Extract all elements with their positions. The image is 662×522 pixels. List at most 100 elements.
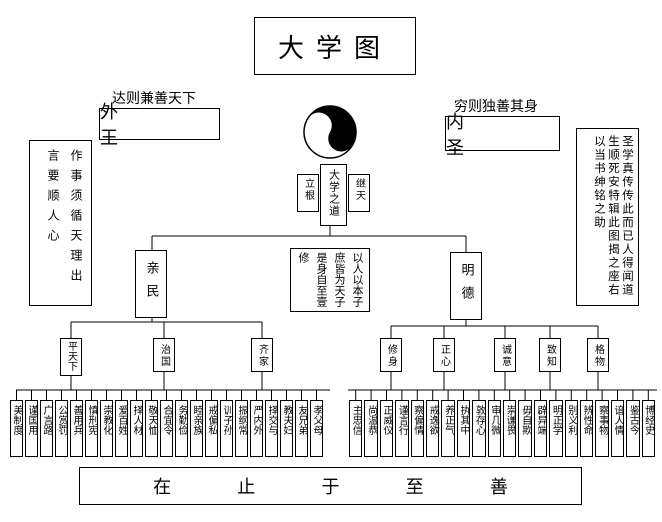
leaf-label: 戒逸欲 xyxy=(427,405,439,435)
leaf-label: 善用兵 xyxy=(71,405,82,435)
leaf-label: 敦存心 xyxy=(473,405,485,435)
leaf-box: 谨国用 xyxy=(25,400,38,457)
leaf-box: 明正学 xyxy=(549,400,563,457)
leaf-box: 友兄弟 xyxy=(295,400,308,457)
leaf-label: 谨国用 xyxy=(26,405,37,435)
leaf-box: 谨言行 xyxy=(395,400,409,457)
qinmin-box: 亲民 xyxy=(135,250,167,318)
leaf-box: 睦亲族 xyxy=(190,400,203,457)
branch-qijia: 齐家 xyxy=(251,338,273,372)
branch-zhengxin: 正心 xyxy=(433,338,455,372)
leaf-label: 察偏情 xyxy=(411,405,423,435)
waiwang-box: 外 王 xyxy=(99,102,220,149)
leaf-box: 辟异端 xyxy=(533,400,548,457)
leaf-label: 严内外 xyxy=(251,405,262,435)
center-quote-box: 以人以本子庶皆为天子是身自至壹修 xyxy=(290,248,370,312)
leaf-label: 执其中 xyxy=(458,405,469,435)
leaf-box: 慎刑宪 xyxy=(85,400,98,457)
leaf-box: 察偏情 xyxy=(410,400,424,457)
leaf-label: 择交与 xyxy=(266,405,277,435)
leaf-box: 毋自欺 xyxy=(518,400,532,457)
leaf-box: 崇教化 xyxy=(100,400,113,457)
leaf-box: 爱百姓 xyxy=(115,400,128,457)
leaf-label: 友兄弟 xyxy=(296,405,307,435)
branch-gewu: 格物 xyxy=(587,338,609,372)
leaf-label: 尚温恭 xyxy=(365,405,377,435)
branch-zhizhi: 致知 xyxy=(539,338,561,372)
branch-chengyi: 诚意 xyxy=(494,338,516,372)
branch-pingtianxia: 平天下 xyxy=(60,338,82,376)
center-node: 大学之道 xyxy=(320,164,347,226)
slogan-char: 至 xyxy=(405,477,424,498)
slogan-char: 止 xyxy=(237,477,256,498)
leaf-box: 训子孙 xyxy=(220,400,233,457)
leaf-box: 主忠信 xyxy=(349,400,363,457)
leaf-box: 美制度 xyxy=(10,400,23,457)
neisheng-box: 内 圣 xyxy=(445,112,560,159)
leaf-box: 尚温恭 xyxy=(364,400,378,457)
leaf-label: 崇教化 xyxy=(101,405,112,435)
slogan-char: 于 xyxy=(321,477,340,498)
leaf-box: 戒逸欲 xyxy=(426,400,440,457)
leaf-box: 察事物 xyxy=(595,400,609,457)
left-note-text: 作事须循天理出言要顺人心 xyxy=(46,149,83,289)
leaf-label: 谙人情 xyxy=(612,405,623,435)
leaf-label: 教夫妇 xyxy=(281,405,292,435)
leaf-box: 养正气 xyxy=(441,400,455,457)
leaf-label: 察事物 xyxy=(596,405,608,435)
leaf-box: 博经史 xyxy=(641,400,655,457)
leaf-box: 振纲常 xyxy=(235,400,248,457)
leaf-box: 谙人情 xyxy=(610,400,625,457)
root-right-box: 继天 xyxy=(348,174,370,212)
leaf-label: 合宜令 xyxy=(161,405,172,435)
leaf-box: 审几微 xyxy=(487,400,501,457)
leaf-label: 博经史 xyxy=(642,405,654,435)
bottom-slogan-box: 在 止 于 至 善 xyxy=(79,467,582,505)
leaf-box: 择人材 xyxy=(130,400,143,457)
leaf-label: 辨性命 xyxy=(581,405,593,435)
right-caption: 穷则独善其身 xyxy=(454,99,538,115)
leaf-label: 择人材 xyxy=(131,405,142,435)
leaf-label: 务勤俭 xyxy=(176,405,187,435)
branch-xiushen: 修身 xyxy=(380,338,402,372)
leaf-box: 崇谦畏 xyxy=(503,400,517,457)
leaf-label: 别义利 xyxy=(565,405,577,435)
leaf-label: 审几微 xyxy=(488,405,500,435)
leaf-label: 明正学 xyxy=(550,405,562,435)
leaf-box: 合宜令 xyxy=(160,400,173,457)
branch-zhiguo: 治国 xyxy=(153,338,175,372)
leaf-label: 爱百姓 xyxy=(116,405,127,435)
leaf-box: 严内外 xyxy=(250,400,263,457)
leaf-box: 敦存心 xyxy=(472,400,486,457)
leaf-box: 鉴古今 xyxy=(626,400,640,457)
leaf-label: 睦亲族 xyxy=(191,405,202,435)
slogan-char: 善 xyxy=(489,477,508,498)
page-title: 大学图 xyxy=(254,17,416,75)
leaf-box: 孝父母 xyxy=(310,400,323,457)
leaf-label: 鉴古今 xyxy=(627,405,639,435)
leaf-label: 戒偏私 xyxy=(206,405,217,435)
taiji-icon xyxy=(303,105,357,159)
leaf-box: 务勤俭 xyxy=(175,400,188,457)
left-note-box: 作事须循天理出言要顺人心 xyxy=(29,140,92,306)
leaf-label: 毋自欺 xyxy=(519,405,531,435)
leaf-label: 敬天恤 xyxy=(146,405,157,435)
leaf-label: 慎刑宪 xyxy=(86,405,97,435)
right-note-text: 圣学真传传此而已人得闻道生顺死安特辑此图揭之座右以当书绅铭之助 xyxy=(593,135,635,297)
leaf-box: 执其中 xyxy=(456,400,471,457)
slogan-char: 在 xyxy=(153,477,172,498)
center-quote-text: 以人以本子庶皆为天子是身自至壹修 xyxy=(297,252,364,307)
leaf-label: 主忠信 xyxy=(350,405,362,435)
leaf-label: 美制度 xyxy=(11,405,22,435)
leaf-box: 戒偏私 xyxy=(205,400,218,457)
leaf-label: 养正气 xyxy=(442,405,454,435)
leaf-label: 训子孙 xyxy=(221,405,232,435)
leaf-label: 公赏罚 xyxy=(56,405,67,435)
left-caption: 达则兼善天下 xyxy=(112,91,196,107)
leaf-label: 孝父母 xyxy=(311,405,322,435)
leaf-box: 正威仪 xyxy=(379,400,394,457)
leaf-label: 辟异端 xyxy=(535,405,546,435)
leaf-label: 崇谦畏 xyxy=(504,405,516,435)
leaf-box: 教夫妇 xyxy=(280,400,293,457)
